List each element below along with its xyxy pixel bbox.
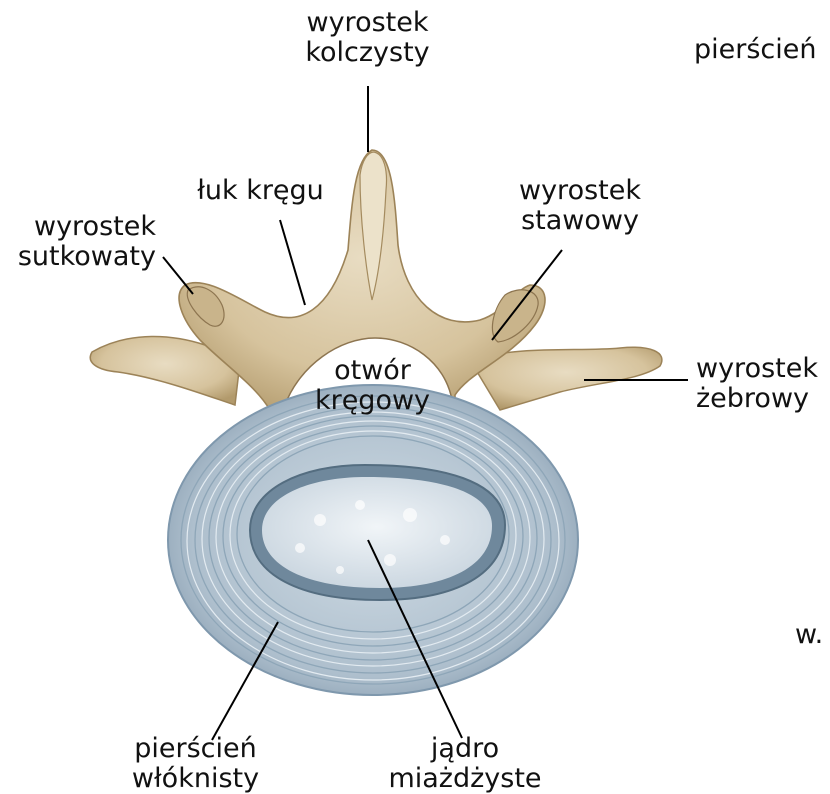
label-cut-right-top: pierścień [694, 35, 830, 65]
right-articular-facet [492, 290, 538, 342]
label-vertebral-foramen: otwór kręgowy [300, 356, 445, 416]
nucleus-pulposus-shape [262, 477, 492, 588]
label-articular-process: wyrostek stawowy [506, 176, 654, 236]
label-spinous-process: wyrostek kolczysty [300, 8, 435, 68]
label-costal-process: wyrostek żebrowy [696, 354, 830, 414]
label-annulus-fibrosus: pierścień włóknisty [118, 734, 273, 794]
leader-vertebral-arch [280, 220, 305, 305]
label-nucleus-pulposus: jądro miażdżyste [380, 734, 550, 794]
label-mastoid-process: wyrostek sutkowaty [14, 212, 156, 272]
leader-mastoid-process [163, 257, 193, 294]
label-cut-right-mid: w. [795, 620, 830, 650]
label-vertebral-arch: łuk kręgu [188, 176, 333, 206]
